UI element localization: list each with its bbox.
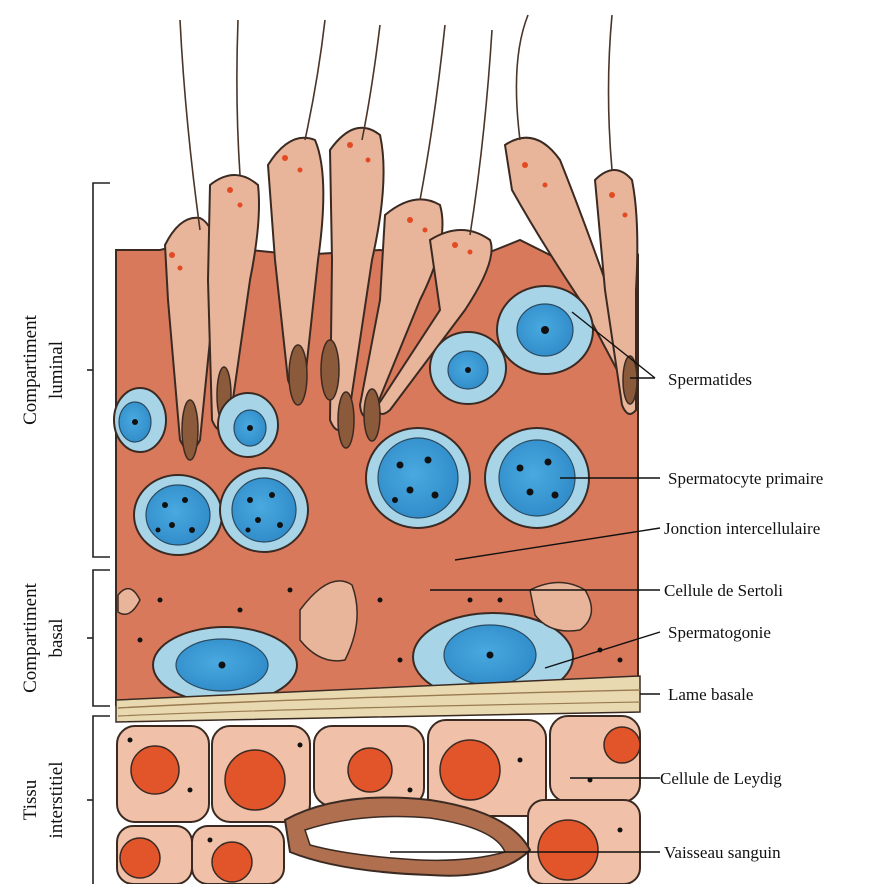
label-spermatocyte-primaire: Spermatocyte primaire — [668, 469, 823, 488]
label-vaisseau-sanguin: Vaisseau sanguin — [664, 843, 781, 862]
interstitial-line-2: interstitiel — [46, 761, 67, 838]
label-jonction-intercellulaire: Jonction intercellulaire — [664, 519, 820, 538]
basal-line-2: basal — [46, 618, 67, 657]
label-compartiment-basal: Compartiment basal — [20, 582, 67, 692]
right-labels: Spermatides Spermatocyte primaire Joncti… — [660, 370, 823, 862]
label-spermatides: Spermatides — [668, 370, 752, 389]
bracket-interstitial — [87, 716, 110, 884]
interstitial-line-1: Tissu — [20, 779, 41, 820]
bracket-basal — [87, 570, 110, 706]
luminal-line-2: luminal — [46, 341, 67, 399]
label-tissu-interstitiel: Tissu interstitiel — [20, 761, 67, 838]
basal-line-1: Compartiment — [20, 582, 41, 692]
label-lame-basale: Lame basale — [668, 685, 753, 704]
label-compartiment-luminal: Compartiment luminal — [20, 314, 67, 424]
label-cellule-de-leydig: Cellule de Leydig — [660, 769, 782, 788]
label-spermatogonie: Spermatogonie — [668, 623, 771, 642]
bracket-luminal — [87, 183, 110, 557]
luminal-line-1: Compartiment — [20, 314, 41, 424]
label-cellule-de-sertoli: Cellule de Sertoli — [664, 581, 783, 600]
